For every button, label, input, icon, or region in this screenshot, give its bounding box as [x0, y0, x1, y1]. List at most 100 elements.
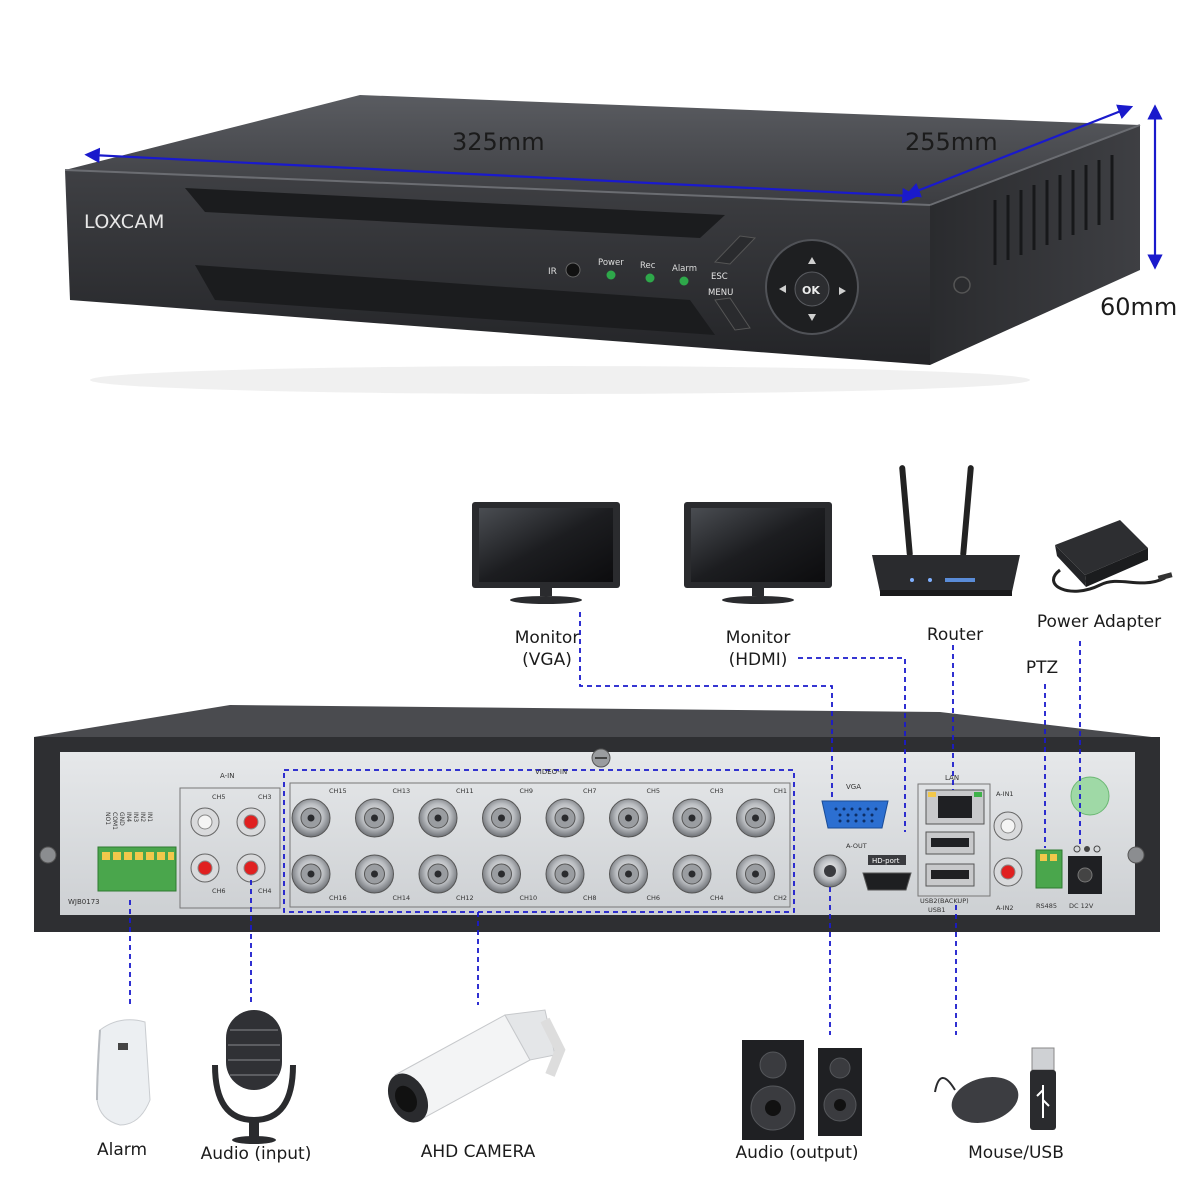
- alarm-terminal-block[interactable]: [97, 846, 177, 892]
- esc-label: ESC: [711, 272, 728, 282]
- esc-button[interactable]: [713, 235, 757, 265]
- right-arrow-icon: [839, 287, 846, 295]
- certification-sticker: [1070, 776, 1110, 816]
- pin-in4: IN4: [125, 812, 132, 822]
- audio-in-jacks[interactable]: [190, 807, 266, 883]
- video-in-header: VIDEO-IN: [535, 768, 567, 776]
- bnc-pin-ch6: [625, 870, 632, 878]
- rear-screw-left: [39, 846, 57, 864]
- bnc-label-ch7: CH7: [583, 787, 597, 795]
- rs485-terminal[interactable]: [1035, 849, 1063, 889]
- bnc-pin-ch15: [307, 814, 315, 822]
- usb2-label: USB2(BACKUP): [920, 897, 969, 905]
- width-label: 255mm: [905, 128, 998, 156]
- bnc-label-ch6: CH6: [647, 894, 661, 902]
- monitor-vga-line2: (VGA): [522, 650, 572, 670]
- led-label-power: Power: [598, 258, 624, 268]
- router-label: Router: [926, 625, 984, 645]
- bnc-label-ch1: CH1: [774, 787, 788, 795]
- bnc-label-ch13: CH13: [393, 787, 411, 795]
- bnc-label-ch2: CH2: [774, 894, 788, 902]
- bnc-pin-ch12: [434, 870, 442, 878]
- bnc-pin-ch8: [561, 870, 569, 878]
- rec-led: [645, 273, 655, 283]
- bnc-pin-ch13: [371, 814, 378, 822]
- mouse-usb-label: Mouse/USB: [968, 1143, 1064, 1163]
- pin-gnd: GND: [118, 812, 125, 826]
- audio-ch5-label: CH5: [212, 793, 226, 801]
- bnc-pin-ch11: [434, 814, 442, 822]
- mouse-usb-icon: [934, 1047, 1056, 1130]
- ahd-camera-icon: [387, 1009, 566, 1123]
- bnc-label-ch4: CH4: [710, 894, 724, 902]
- bnc-pin-ch5: [625, 814, 632, 822]
- bnc-pin-ch10: [498, 870, 505, 878]
- pin-in3: IN3: [132, 812, 139, 822]
- bnc-pin-ch14: [371, 870, 378, 878]
- brand-logo: LOXCAM: [84, 211, 165, 233]
- pin-in1: IN1: [146, 812, 153, 822]
- router-icon: [872, 465, 1020, 596]
- bnc-label-ch9: CH9: [520, 787, 534, 795]
- microphone-icon: [212, 1010, 296, 1144]
- hdmi-port[interactable]: [862, 872, 912, 891]
- a-out-label: A-OUT: [846, 842, 867, 850]
- monitor-vga-icon: [472, 502, 620, 604]
- ptz-label: PTZ: [1025, 658, 1059, 678]
- pin-in2: IN2: [139, 812, 146, 822]
- led-label-rec: Rec: [640, 261, 656, 271]
- ok-button[interactable]: [794, 271, 830, 307]
- audio-in-frame: [179, 787, 281, 909]
- alarm-pin-labels: IN1 IN2 IN3 IN4 GND COM1 NO1: [104, 812, 153, 830]
- a-in2-label: A-IN2: [996, 904, 1014, 912]
- ir-sensor: [565, 262, 581, 278]
- audio-ch3-label: CH3: [258, 793, 272, 801]
- ir-label: IR: [548, 267, 557, 277]
- dc-label: DC 12V: [1069, 902, 1094, 910]
- bnc-label-ch3: CH3: [710, 787, 724, 795]
- usb1-label: USB1: [928, 906, 945, 914]
- length-label: 325mm: [452, 128, 545, 156]
- bnc-pin-ch1: [752, 814, 759, 822]
- monitor-hdmi-icon: [684, 502, 832, 604]
- audio-input-label: Audio (input): [200, 1144, 312, 1164]
- ok-label: OK: [802, 284, 820, 297]
- lan-usb-frame: [917, 783, 991, 897]
- bnc-pin-ch7: [561, 814, 569, 822]
- power-adapter-icon: [1052, 520, 1173, 593]
- ahd-camera-label: AHD CAMERA: [420, 1142, 536, 1162]
- power-adapter-label: Power Adapter: [1036, 612, 1162, 632]
- rear-top-surface: [34, 705, 1160, 738]
- led-label-alarm: Alarm: [672, 264, 697, 274]
- alarm-label: Alarm: [96, 1140, 148, 1160]
- bnc-pin-ch2: [752, 870, 759, 878]
- rs485-label: RS485: [1036, 902, 1057, 910]
- bnc-pin-ch3: [688, 814, 696, 822]
- pin-com1: COM1: [111, 812, 118, 830]
- down-arrow-icon: [808, 314, 816, 321]
- bnc-label-ch15: CH15: [329, 787, 347, 795]
- bnc-pin-ch16: [307, 870, 315, 878]
- side-screw: [953, 276, 971, 294]
- left-arrow-icon: [779, 285, 786, 293]
- length-arrow: [84, 147, 918, 204]
- bnc-label-ch10: CH10: [520, 894, 538, 902]
- menu-button[interactable]: [714, 297, 751, 331]
- alarm-sensor-icon: [96, 1019, 151, 1126]
- menu-label: MENU: [708, 288, 733, 298]
- monitor-vga-label: Monitor (VGA): [492, 627, 602, 671]
- monitor-hdmi-line1: Monitor: [725, 628, 791, 648]
- dimension-arrows: [84, 104, 1163, 270]
- audio-ch4-label: CH4: [258, 887, 272, 895]
- video-in-frame: [289, 782, 791, 908]
- alarm-led: [679, 276, 689, 286]
- model-label: WJB0173: [68, 898, 100, 906]
- rear-screw-right: [1127, 846, 1145, 864]
- bnc-pin-ch9: [498, 814, 505, 822]
- vga-port-label: VGA: [846, 783, 861, 791]
- bnc-label-ch12: CH12: [456, 894, 474, 902]
